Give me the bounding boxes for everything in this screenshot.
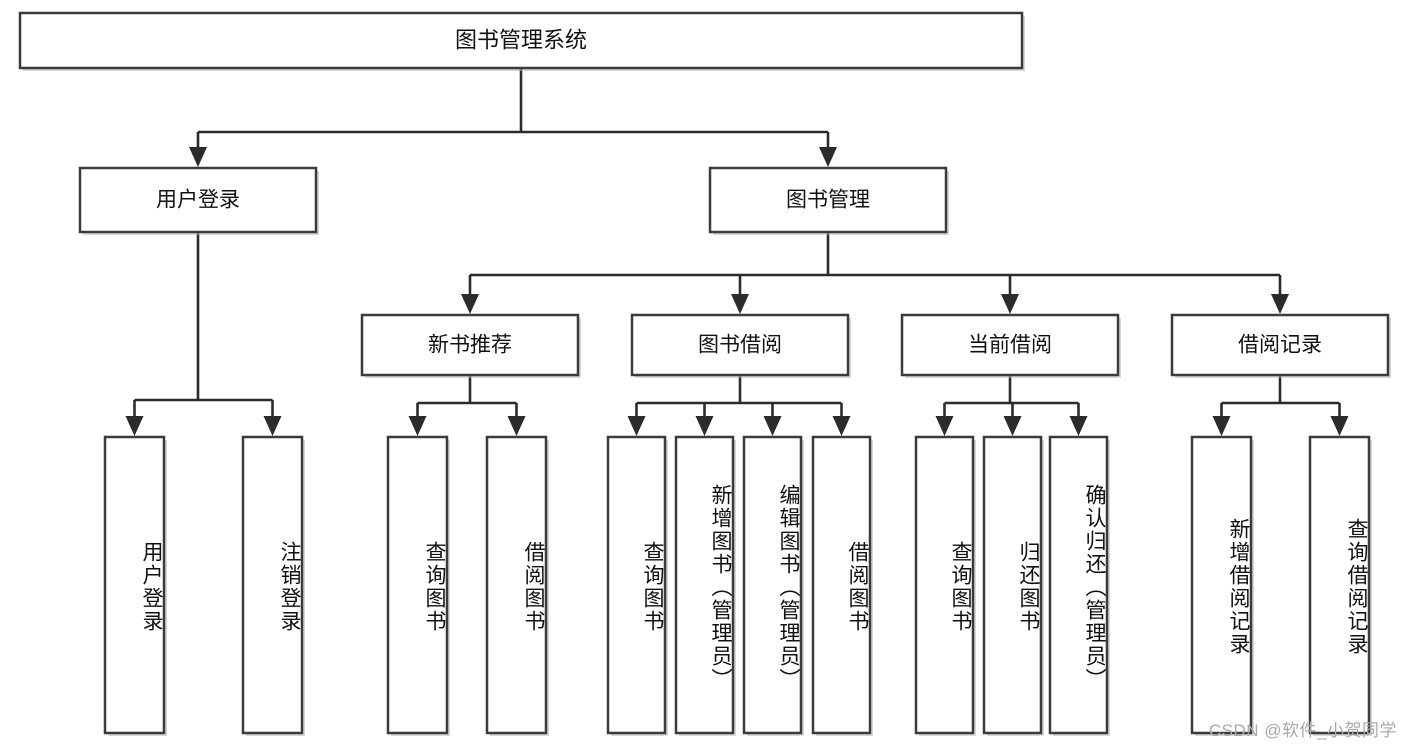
node-leaf-1[interactable] (241, 435, 305, 736)
arrow-head-icon (695, 416, 714, 436)
level3-label-0: 新书推荐 (428, 334, 512, 357)
level3-label-1: 图书借阅 (698, 334, 782, 357)
arrow-head-icon (408, 416, 427, 436)
node-leaf-0[interactable] (103, 435, 167, 736)
level3-label-3: 借阅记录 (1238, 334, 1322, 357)
node-level2-0[interactable] (78, 166, 319, 235)
box-outline (630, 313, 850, 377)
node-leaf-6[interactable] (742, 435, 804, 736)
node-leaf-8[interactable] (914, 435, 976, 736)
arrow-head-icon (125, 416, 144, 436)
arrow-head-icon (189, 147, 207, 167)
root-label: 图书管理系统 (455, 27, 587, 52)
arrow-head-icon (1003, 416, 1022, 436)
node-level3-3[interactable] (1170, 313, 1391, 378)
node-leaf-7[interactable] (811, 435, 873, 736)
node-leaf-3[interactable] (485, 435, 549, 736)
arrow-head-icon (461, 294, 479, 314)
level3-label-2: 当前借阅 (968, 334, 1052, 357)
connectors-layer (125, 68, 1349, 436)
box-outline (386, 435, 449, 735)
arrow-head-icon (1069, 416, 1088, 436)
box-outline (606, 435, 667, 735)
node-level2-1[interactable] (708, 166, 949, 235)
arrow-head-icon (763, 416, 782, 436)
box-outline (742, 435, 803, 735)
box-outline (1308, 435, 1371, 735)
arrow-head-icon (731, 294, 749, 314)
node-root-图书管理系统[interactable] (18, 11, 1025, 71)
box-outline (360, 313, 580, 377)
node-leaf-9[interactable] (982, 435, 1044, 736)
box-outline (18, 11, 1024, 70)
arrow-head-icon (507, 416, 526, 436)
box-outline (811, 435, 872, 735)
box-outline (1190, 435, 1253, 735)
watermark-text: CSDN @软件_小贺同学 (1208, 721, 1397, 740)
node-leaf-10[interactable] (1048, 435, 1110, 736)
box-outline (241, 435, 304, 735)
arrow-head-icon (935, 416, 954, 436)
box-outline (982, 435, 1043, 735)
arrow-head-icon (1330, 416, 1349, 436)
box-outline (1048, 435, 1109, 735)
box-outline (1170, 313, 1390, 377)
level2-label-1: 图书管理 (786, 189, 870, 212)
node-level3-0[interactable] (360, 313, 581, 378)
arrow-head-icon (627, 416, 646, 436)
level2-label-0: 用户登录 (156, 189, 240, 212)
node-level3-1[interactable] (630, 313, 851, 378)
box-outline (708, 166, 948, 234)
arrow-head-icon (819, 147, 837, 167)
box-outline (78, 166, 318, 234)
node-leaf-11[interactable] (1190, 435, 1254, 736)
node-leaf-5[interactable] (674, 435, 736, 736)
box-outline (103, 435, 166, 735)
boxes-layer (18, 11, 1391, 736)
box-outline (914, 435, 975, 735)
arrow-head-icon (1212, 416, 1231, 436)
node-leaf-4[interactable] (606, 435, 668, 736)
node-leaf-12[interactable] (1308, 435, 1372, 736)
arrow-head-icon (263, 416, 282, 436)
node-level3-2[interactable] (900, 313, 1121, 378)
box-outline (485, 435, 548, 735)
arrow-head-icon (832, 416, 851, 436)
arrow-head-icon (1271, 294, 1289, 314)
box-outline (674, 435, 735, 735)
box-outline (900, 313, 1120, 377)
arrow-head-icon (1001, 294, 1019, 314)
node-leaf-2[interactable] (386, 435, 450, 736)
